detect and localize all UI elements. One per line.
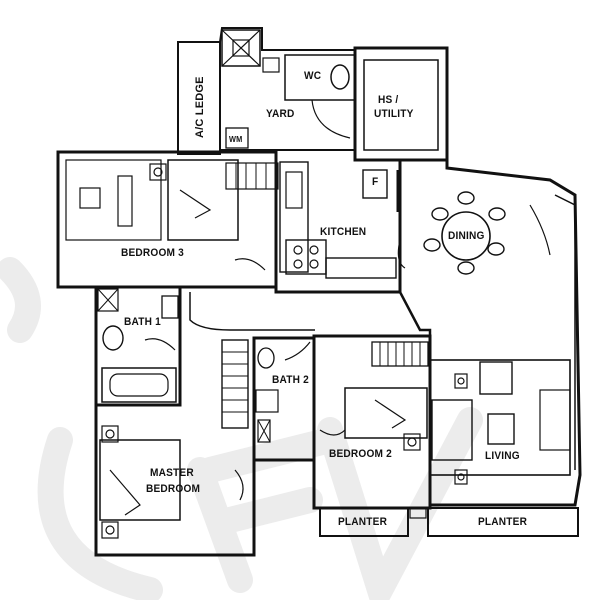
bedroom2-bed [344,387,428,439]
label-living: LIVING [485,450,520,462]
label-bath2: BATH 2 [272,374,309,386]
dining-table [441,211,491,261]
label-yard: YARD [266,108,295,120]
fridge [362,169,388,199]
kitchen-counter [279,161,309,273]
bedroom3-bed [167,159,239,241]
bedroom3-wardrobe [225,162,279,190]
sofa [431,399,473,461]
kitchen-stove [285,239,327,275]
label-master: MASTER [150,467,194,479]
label-wm: WM [229,135,243,144]
ac-ledge-area [177,41,221,155]
living-dining-outer [430,160,582,507]
label-planter-right: PLANTER [478,516,528,528]
master-wardrobe [221,339,249,429]
master-bedroom-area [94,405,256,557]
planter-right-box [427,507,579,537]
bathtub [101,367,177,403]
washing-machine [225,127,249,149]
hs-utility-area [353,46,449,162]
label-bedroom3: BEDROOM 3 [121,247,184,259]
master-bed [99,439,181,521]
label-hs: HS / [378,94,399,106]
label-fridge: F [372,176,379,188]
coffee-table [487,413,515,445]
label-dining: DINING [448,230,485,242]
label-wc: WC [304,70,322,82]
label-bedroom2: BEDROOM 2 [329,448,392,460]
planter-left-box [319,507,409,537]
yard-area [219,27,356,151]
bedroom3-area [56,150,278,289]
yard-shaft [221,29,261,67]
label-kitchen: KITCHEN [320,226,367,238]
label-bath1: BATH 1 [124,316,161,328]
label-master-bedroom: BEDROOM [146,483,201,495]
kitchen-area [274,152,402,294]
bath1-area [94,285,182,407]
label-utility: UTILITY [374,108,414,120]
label-ac-ledge: A/C LEDGE [194,76,206,138]
label-planter-left: PLANTER [338,516,388,528]
